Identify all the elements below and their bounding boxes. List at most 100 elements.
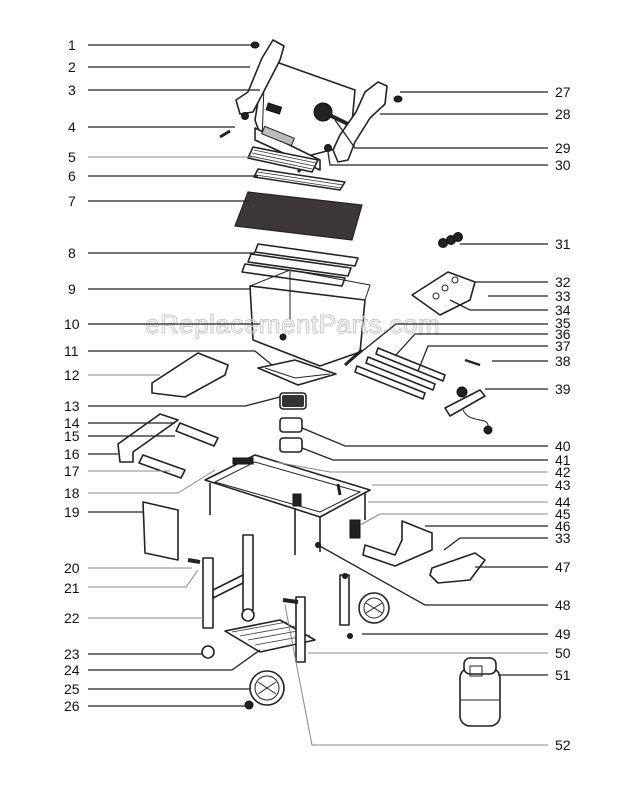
callout-40[interactable]: 40: [301, 427, 571, 454]
callout-31[interactable]: 31: [460, 236, 571, 252]
svg-text:50: 50: [555, 645, 571, 661]
callout-12[interactable]: 12: [64, 367, 160, 383]
callout-22[interactable]: 22: [64, 610, 203, 626]
callout-16[interactable]: 16: [64, 446, 118, 462]
callout-25[interactable]: 25: [64, 681, 250, 697]
svg-text:22: 22: [64, 610, 80, 626]
part-washer-27[interactable]: [393, 95, 403, 103]
part-catch-pan[interactable]: [257, 359, 337, 386]
callout-26[interactable]: 26: [64, 698, 245, 714]
part-lp-tank[interactable]: [459, 657, 501, 727]
callout-34[interactable]: 34: [449, 299, 571, 318]
part-side-table[interactable]: [151, 352, 229, 398]
part-wheel-left[interactable]: [244, 670, 285, 710]
part-control-panel[interactable]: [142, 501, 179, 561]
part-left-leg[interactable]: [187, 534, 255, 659]
part-cooking-grate[interactable]: [234, 191, 363, 241]
svg-text:23: 23: [64, 646, 80, 662]
part-drip-pan[interactable]: [279, 417, 303, 433]
callout-38[interactable]: 38: [492, 353, 571, 369]
part-tube-17[interactable]: [138, 454, 186, 479]
callout-41[interactable]: 41: [301, 447, 571, 468]
part-bolt-1[interactable]: [250, 41, 260, 49]
svg-text:48: 48: [555, 597, 571, 613]
callout-29[interactable]: 29: [334, 119, 571, 156]
callout-24[interactable]: 24: [64, 649, 261, 678]
callout-47[interactable]: 47: [475, 559, 571, 575]
callout-10[interactable]: 10: [64, 316, 260, 332]
callout-9[interactable]: 9: [68, 281, 250, 297]
callout-43[interactable]: 43: [372, 477, 571, 493]
part-wheel-right[interactable]: [358, 592, 390, 624]
svg-text:25: 25: [64, 681, 80, 697]
svg-text:11: 11: [64, 343, 79, 359]
callout-11[interactable]: 11: [64, 343, 273, 366]
part-right-leg[interactable]: [295, 596, 306, 663]
part-side-handle[interactable]: [429, 552, 486, 584]
callout-30[interactable]: 30: [327, 151, 571, 173]
part-front-panel-bracket[interactable]: [117, 413, 179, 463]
callout-32[interactable]: 32: [475, 274, 571, 290]
part-knob-30[interactable]: [324, 144, 332, 152]
svg-text:47: 47: [555, 559, 571, 575]
callout-20[interactable]: 20: [64, 560, 192, 576]
svg-text:41: 41: [555, 452, 571, 468]
callout-28[interactable]: 28: [380, 106, 571, 122]
part-disposable-pan[interactable]: [279, 437, 303, 453]
callout-48[interactable]: 48: [317, 544, 571, 613]
callout-42[interactable]: 42: [274, 461, 571, 480]
part-bolt-52[interactable]: [282, 598, 299, 604]
part-side-shelf-bracket[interactable]: [362, 520, 433, 567]
callout-18[interactable]: 18: [64, 469, 216, 501]
callout-2[interactable]: 2: [68, 59, 250, 75]
callout-3[interactable]: 3: [68, 82, 260, 98]
callout-21[interactable]: 21: [64, 569, 199, 596]
callouts-right: 27 28 29 30 31 32 33 34 35 36 37 38 39 4…: [274, 84, 571, 753]
svg-text:40: 40: [555, 438, 571, 454]
part-gas-valve-manifold[interactable]: [444, 386, 493, 435]
svg-text:52: 52: [555, 737, 571, 753]
callout-44[interactable]: 44: [368, 494, 571, 510]
callout-7[interactable]: 7: [68, 193, 250, 209]
callout-35[interactable]: 35: [344, 315, 571, 366]
callout-5[interactable]: 5: [68, 149, 253, 165]
part-control-knobs[interactable]: [438, 232, 463, 248]
callout-8[interactable]: 8: [68, 245, 255, 261]
callout-46[interactable]: 46: [425, 518, 571, 534]
callout-1[interactable]: 1: [68, 37, 252, 53]
callout-50[interactable]: 50: [308, 645, 571, 661]
svg-text:30: 30: [555, 157, 571, 173]
part-burner-tubes[interactable]: [354, 347, 446, 400]
callout-39[interactable]: 39: [485, 381, 571, 397]
callout-6[interactable]: 6: [68, 168, 258, 184]
callout-13[interactable]: 13: [64, 396, 281, 414]
callout-27[interactable]: 27: [400, 84, 571, 100]
part-warming-rack[interactable]: [247, 146, 346, 191]
part-bracket-45[interactable]: [349, 519, 361, 539]
part-igniter-38[interactable]: [464, 358, 481, 367]
part-cart-frame[interactable]: [204, 454, 371, 555]
part-flavorizer-bars[interactable]: [241, 243, 359, 287]
callout-23[interactable]: 23: [64, 646, 202, 662]
callout-15[interactable]: 15: [64, 428, 175, 444]
callout-33b[interactable]: 33: [443, 530, 571, 551]
callout-17[interactable]: 17: [64, 463, 170, 479]
svg-text:13: 13: [64, 398, 80, 414]
callout-19[interactable]: 19: [64, 504, 143, 520]
callout-51[interactable]: 51: [498, 667, 571, 683]
callout-45[interactable]: 45: [359, 506, 571, 526]
part-hubcap-26[interactable]: [244, 700, 254, 710]
callout-14[interactable]: 14: [64, 415, 175, 431]
part-right-handle-bracket[interactable]: [332, 81, 388, 163]
svg-text:26: 26: [64, 698, 80, 714]
callout-4[interactable]: 4: [68, 119, 235, 135]
callout-33a[interactable]: 33: [488, 288, 571, 304]
part-cookbox[interactable]: [249, 269, 371, 367]
callout-37[interactable]: 37: [417, 338, 571, 372]
callout-36[interactable]: 36: [394, 326, 571, 357]
svg-text:9: 9: [68, 281, 76, 297]
part-screw-4[interactable]: [219, 129, 231, 139]
part-tube-15[interactable]: [175, 422, 219, 447]
callout-52[interactable]: 52: [284, 604, 571, 753]
callout-49[interactable]: 49: [362, 626, 571, 642]
